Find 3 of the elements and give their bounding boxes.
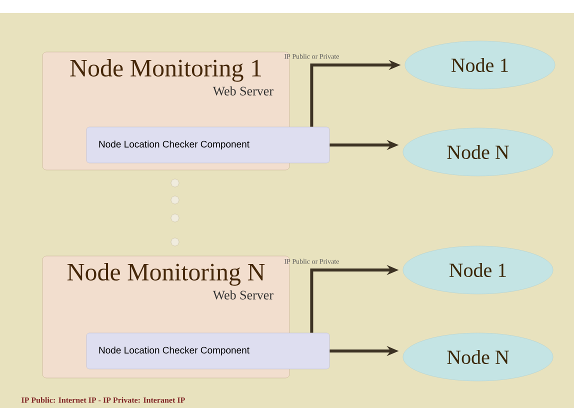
component-box: Node Location Checker Component: [86, 126, 330, 164]
component-box: Node Location Checker Component: [86, 332, 330, 370]
footnote: IP Public: Internet IP - IP Private: Interanet IP: [21, 397, 185, 403]
